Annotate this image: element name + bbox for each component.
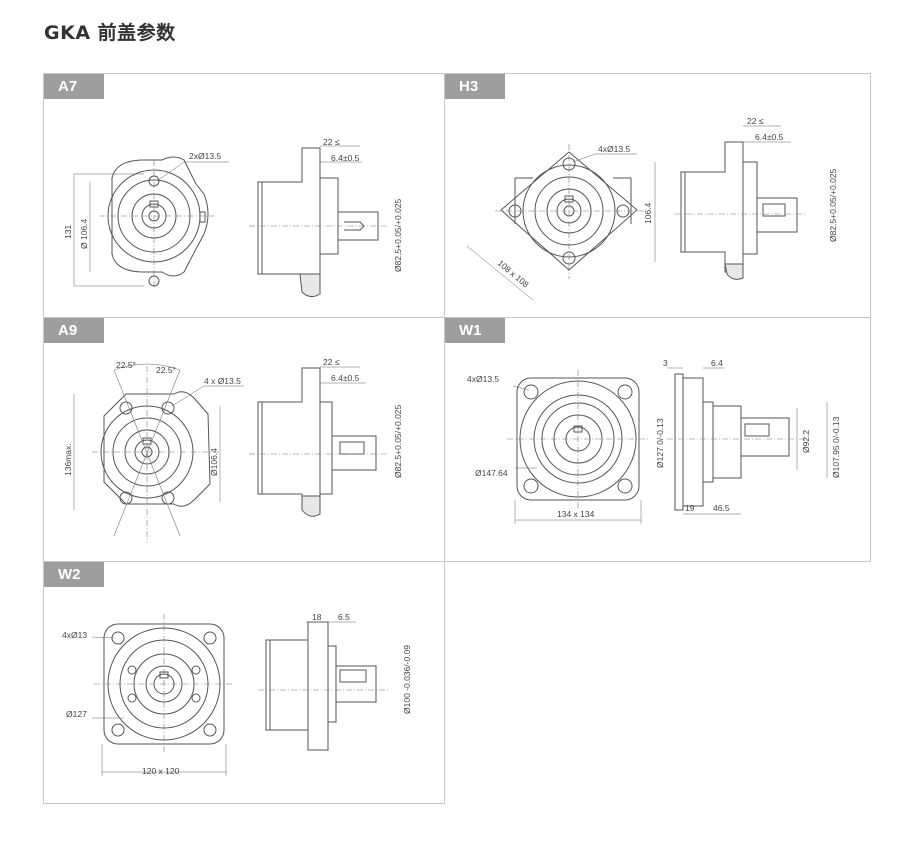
front-view-a7: [73, 156, 229, 289]
side-view-a9: [249, 366, 389, 517]
panel-w2: W2 4xØ13 Ø127 120 x 1: [43, 561, 445, 804]
drawing-w1: 4xØ13.5 Ø147.64 134 x 134 3 6.4 Ø127 0/-…: [467, 358, 841, 524]
h3-dim-1064: 106.4: [643, 202, 653, 224]
w2-dim-18: 18: [312, 612, 322, 622]
a9-dim-shaft: Ø82.5+0.05/+0.025: [393, 404, 403, 478]
panel-a7: A7 2xØ13.5 131 Ø 106.4: [43, 73, 445, 318]
a7-dim-d106: Ø 106.4: [79, 218, 89, 249]
w2-dim-65: 6.5: [338, 612, 350, 622]
h3-dim-22: 22 ≤: [747, 116, 764, 126]
panel-h3: H3 4xØ13.5 106.4 108 x 108: [444, 73, 871, 318]
front-view-w1: [507, 370, 649, 524]
front-view-w2: [91, 614, 234, 776]
drawing-w2: 4xØ13 Ø127 120 x 120 18 6.5 Ø100 -0.036/…: [62, 612, 412, 776]
a9-dim-22: 22 ≤: [323, 357, 340, 367]
w1-dim-3: 3: [663, 358, 668, 368]
panel-label-a7: A7: [44, 74, 104, 99]
w1-dim-64: 6.4: [711, 358, 723, 368]
h3-holes: 4xØ13.5: [598, 144, 630, 154]
a9-angle-1: 22.5°: [116, 360, 136, 370]
a9-dim-64: 6.4±0.5: [331, 373, 360, 383]
side-view-w1: [667, 367, 828, 515]
page-title: GKA 前盖参数: [44, 22, 176, 44]
a7-dim-22: 22 ≤: [323, 137, 340, 147]
drawing-a7: 2xØ13.5 131 Ø 106.4 22 ≤ 6.4±0.5 Ø82.5+0…: [63, 137, 403, 298]
w1-dim-14764: Ø147.64: [475, 468, 508, 478]
a7-dim-shaft: Ø82.5+0.05/+0.025: [393, 198, 403, 272]
w2-dim-120: 120 x 120: [142, 766, 180, 776]
panel-label-w1: W1: [445, 318, 505, 343]
side-view-h3: [675, 125, 805, 280]
a9-dim-136: 136max.: [63, 443, 73, 476]
h3-dim-shaft: Ø82.5+0.05/+0.025: [828, 168, 838, 242]
h3-dim-64: 6.4±0.5: [755, 132, 784, 142]
panel-label-a9: A9: [44, 318, 104, 343]
w1-holes: 4xØ13.5: [467, 374, 499, 384]
panel-a9: A9 22.5° 22.5° 4 x Ø13.5 136max: [43, 317, 445, 562]
side-view-a7: [249, 145, 389, 298]
a9-dim-d106: Ø106.4: [209, 448, 219, 476]
drawing-a9: 22.5° 22.5° 4 x Ø13.5 136max. Ø106.4 22 …: [63, 357, 403, 543]
w1-dim-10795: Ø107.95 0/-0.13: [831, 416, 841, 478]
panel-label-w2: W2: [44, 562, 104, 587]
a9-angle-2: 22.5°: [156, 365, 176, 375]
w1-dim-127: Ø127 0/-0.13: [655, 418, 665, 468]
w2-holes: 4xØ13: [62, 630, 87, 640]
a7-holes: 2xØ13.5: [189, 151, 221, 161]
w2-dim-127: Ø127: [66, 709, 87, 719]
side-view-w2: [258, 621, 389, 751]
w1-dim-922: Ø92.2: [801, 430, 811, 453]
panel-label-h3: H3: [445, 74, 505, 99]
a7-dim-131: 131: [63, 225, 73, 239]
drawing-h3: 4xØ13.5 106.4 108 x 108 22 ≤ 6.4±0.5 Ø82…: [466, 116, 838, 301]
a9-holes: 4 x Ø13.5: [204, 376, 241, 386]
panel-w1: W1 4xØ13.5 Ø147.64 134 x 134: [444, 317, 871, 562]
front-view-a9: [73, 363, 244, 543]
front-view-h3: [466, 144, 656, 301]
w1-dim-134: 134 x 134: [557, 509, 595, 519]
w1-dim-465: 46.5: [713, 503, 730, 513]
a7-dim-64: 6.4±0.5: [331, 153, 360, 163]
w1-dim-19: 19: [685, 503, 695, 513]
w2-dim-shaft: Ø100 -0.036/-0.09: [402, 645, 412, 714]
